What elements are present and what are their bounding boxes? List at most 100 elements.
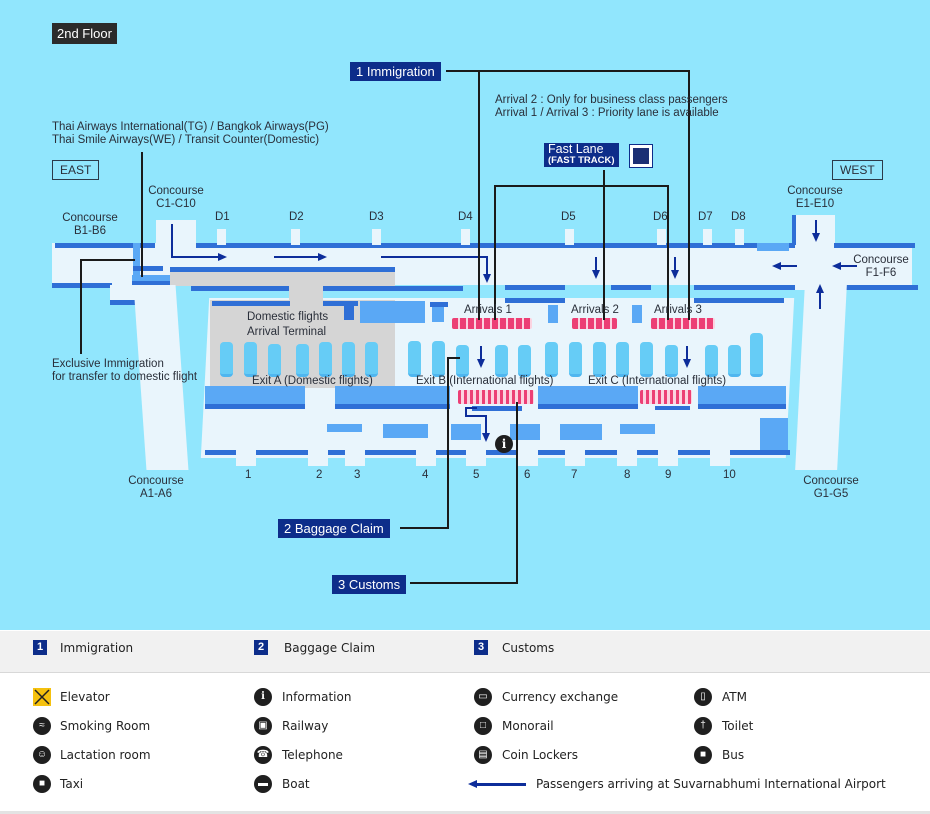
taxi-icon: ■ [33,775,51,793]
exit-b-label: Exit B (International flights) [416,375,554,387]
legend-icons: Elevator ≈ Smoking Room ☺ Lactation room… [0,673,930,814]
door [308,450,328,466]
wall [432,307,444,322]
information-icon: i [254,688,272,706]
door-number: 7 [571,469,578,481]
arrow-head [318,253,327,261]
passenger-flow-arrow [840,265,857,267]
legend-label: Boat [282,777,310,791]
wall [52,283,112,288]
passenger-flow-arrow [815,220,817,234]
immigration-callout[interactable]: 1 Immigration [350,62,441,81]
wall [694,298,784,303]
wall [133,266,163,271]
exclusive-immigration-line2: for transfer to domestic flight [52,371,198,383]
baggage-belt [545,342,558,377]
leader-line [667,185,669,320]
concourse-e-title: Concourse [787,185,843,197]
leader-line [80,259,135,261]
arrow-head [812,233,820,242]
legend-numbered: 1 Immigration 2 Baggage Claim 3 Customs [0,631,930,673]
monorail-icon: □ [474,717,492,735]
concourse-a-range: A1-A6 [140,488,172,500]
legend-label: Coin Lockers [502,748,578,762]
block [760,418,788,453]
arrivals-1-label: Arrivals 1 [464,304,512,316]
passenger-flow-arrow [465,407,477,409]
leader-line [141,152,143,277]
concourse-f-title: Concourse [853,254,909,266]
concourse-c-stub [156,220,196,250]
wall [335,404,450,409]
leader-line [447,357,449,529]
information-icon[interactable]: i [495,435,513,453]
wall [132,281,170,286]
leader-line [478,70,480,320]
baggage-belt [456,345,469,377]
legend-label: Smoking Room [60,719,151,733]
wall [205,404,305,409]
gate-stub [565,229,574,245]
arrow-head [832,262,841,270]
floor-label: 2nd Floor [52,23,117,44]
baggage-belt [342,342,355,377]
gate-stub [703,229,712,245]
concourse-g-corridor [795,285,847,470]
door [518,450,538,466]
immigration-counters-1 [452,318,532,329]
arrivals-3-label: Arrivals 3 [654,304,702,316]
block [383,424,428,438]
fast-lane-subtitle: (FAST TRACK) [548,155,615,166]
passenger-flow-arrow [381,256,486,258]
arrow-head [468,780,477,788]
baggage-belt [365,342,378,377]
telephone-icon: ☎ [254,746,272,764]
customs-callout[interactable]: 3 Customs [332,575,407,594]
legend-label: Taxi [60,777,84,791]
passenger-flow-arrow [171,256,219,258]
wall [55,243,155,248]
wall [472,406,522,411]
door-number: 10 [723,469,736,481]
passenger-flow-arrow [465,415,486,417]
passenger-arrow-icon [474,783,526,786]
wall [611,285,651,290]
arrow-head [477,359,485,368]
door-number: 6 [524,469,531,481]
door-number: 3 [354,469,361,481]
exit-a-label: Exit A (Domestic flights) [252,375,373,387]
arrow-head [592,270,600,279]
door-number: 4 [422,469,429,481]
leader-line [410,582,518,584]
gate-label: D6 [653,211,668,223]
gate-label: D8 [731,211,746,223]
block [510,424,540,440]
arrow-head [772,262,781,270]
fast-lane-title: Fast Lane [548,142,604,156]
grey-floor [170,272,395,286]
domestic-terminal-line2: Arrival Terminal [247,326,327,338]
legend-arrow-label: Passengers arriving at Suvarnabhumi Inte… [536,777,886,791]
legend-label: Bus [722,748,745,762]
leader-line [688,70,690,320]
baggage-claim-callout[interactable]: 2 Baggage Claim [278,519,390,538]
concourse-c-title: Concourse [148,185,204,197]
passenger-flow-arrow [465,407,467,415]
arrow-head [482,433,490,442]
immigration-counters-3 [651,318,715,329]
gate-label: D1 [215,211,230,223]
gate-label: D4 [458,211,473,223]
grey-floor [289,280,323,302]
gate-stub [461,229,470,245]
wall [205,386,305,404]
baggage-belt [616,342,629,377]
wall [505,298,565,303]
passenger-flow-arrow [274,256,319,258]
arrow-head [816,284,824,293]
block [620,424,655,434]
fast-lane-callout[interactable]: Fast Lane (FAST TRACK) [544,143,619,167]
atm-icon: ▯ [694,688,712,706]
gate-stub [657,229,666,245]
passenger-flow-arrow [485,415,487,435]
